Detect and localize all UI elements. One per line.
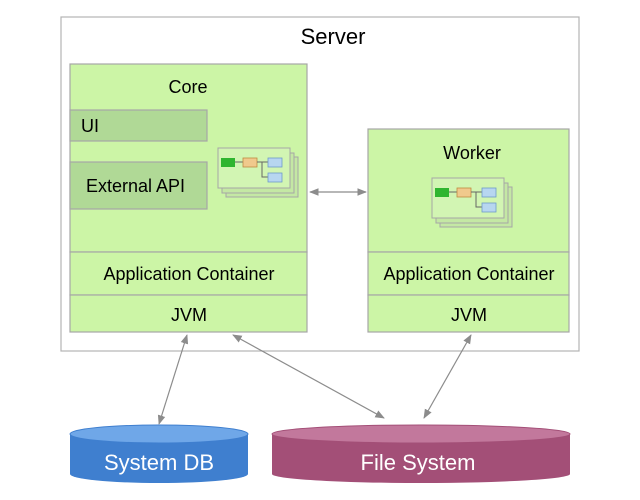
core-application-container-label: Application Container: [103, 264, 274, 284]
worker-title: Worker: [443, 143, 501, 163]
core-external-api-module: External API: [69, 161, 208, 210]
file-system-cylinder: File System: [271, 424, 571, 483]
worker-workflow-icon: [431, 177, 513, 228]
core-application-container: Application Container: [69, 251, 308, 296]
worker-application-container-label: Application Container: [383, 264, 554, 284]
file-system-label: File System: [361, 450, 476, 475]
core-workflow-icon: [217, 147, 299, 198]
worker-jvm: JVM: [367, 294, 570, 333]
core-jvm-to-system-db-connector: [157, 334, 189, 425]
core-ui-label: UI: [81, 116, 99, 136]
core-jvm-to-file-system-connector: [232, 334, 385, 419]
core-jvm-label: JVM: [171, 305, 207, 325]
core-title: Core: [168, 77, 207, 97]
worker-jvm-label: JVM: [451, 305, 487, 325]
worker-jvm-to-file-system-connector: [423, 334, 472, 419]
server-title: Server: [301, 24, 366, 49]
system-db-label: System DB: [104, 450, 214, 475]
worker-application-container: Application Container: [367, 251, 570, 296]
core-external-api-label: External API: [86, 176, 185, 196]
core-ui-module: UI: [69, 109, 208, 142]
core-component: Core UI External API: [69, 63, 308, 253]
core-jvm: JVM: [69, 294, 308, 333]
system-db-cylinder: System DB: [69, 424, 249, 483]
worker-component: Worker: [367, 128, 570, 253]
